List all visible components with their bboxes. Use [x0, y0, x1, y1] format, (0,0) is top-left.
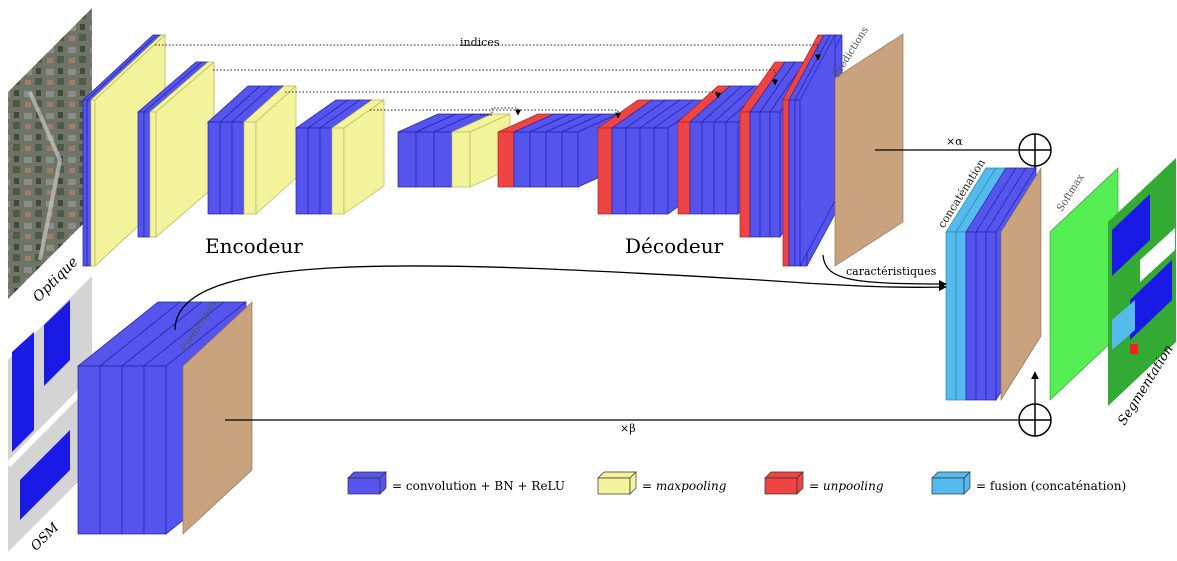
legend-text-2: = unpooling — [809, 479, 884, 493]
dec4-layer-3 — [769, 111, 781, 238]
legend-swatch-top-0 — [347, 471, 387, 479]
legend-swatch-side-3 — [963, 471, 971, 495]
dec3-layer-3 — [713, 121, 727, 215]
enc1-layer-1 — [86, 99, 92, 267]
enc4-layer-0 — [295, 127, 309, 215]
legend-swatch-side-0 — [379, 471, 387, 495]
dec2-layer-3 — [639, 127, 655, 215]
legend-item-2: = unpooling — [764, 471, 884, 495]
fusion-layer-4 — [985, 231, 997, 401]
legend-text-3: = fusion (concaténation) — [976, 479, 1126, 493]
enc5-layer-1 — [415, 131, 435, 188]
dec4-layer-2 — [759, 111, 771, 238]
legend-item-0: = convolution + BN + ReLU — [347, 471, 565, 495]
legend-text-1: = maxpooling — [642, 479, 727, 493]
osm-prediction-layer — [182, 301, 253, 535]
beta-label: ×β — [620, 422, 636, 435]
legend-item-1: = maxpooling — [597, 471, 727, 495]
flow-arrows — [174, 149, 1039, 421]
fusion-layer-2 — [965, 231, 977, 401]
osm-input-image — [5, 276, 95, 552]
enc5-layer-0 — [397, 131, 417, 188]
dec1-layer-4 — [561, 131, 579, 188]
enc4-layer-2 — [319, 127, 333, 215]
sum-node-beta — [1018, 403, 1052, 437]
encoder-label: Encodeur — [205, 234, 303, 258]
dec3-layer-1 — [689, 121, 703, 215]
features-label: caractéristiques — [846, 265, 937, 278]
fusion-prediction-layer — [1000, 166, 1042, 402]
legend-text-0: = convolution + BN + ReLU — [392, 479, 565, 493]
legend-swatch-top-2 — [764, 471, 804, 479]
dec5-layer-0 — [782, 99, 790, 267]
enc4-layer-1 — [307, 127, 321, 215]
osm-enc-layer-1 — [99, 365, 123, 535]
enc2-layer-1 — [143, 111, 151, 238]
legend-swatch-top-3 — [931, 471, 971, 479]
optical-prediction-layer — [834, 33, 904, 267]
segmentation-output-image — [1108, 158, 1176, 406]
decoder-label: Décodeur — [625, 234, 724, 258]
legend-swatch-0 — [347, 477, 381, 495]
legend-swatch-top-1 — [597, 471, 637, 479]
legend-swatch-side-1 — [629, 471, 637, 495]
dec2-layer-1 — [611, 127, 627, 215]
legend-item-3: = fusion (concaténation) — [931, 471, 1126, 495]
legend-swatch-3 — [931, 477, 965, 495]
dec3-layer-2 — [701, 121, 715, 215]
enc1-layer-0 — [82, 99, 88, 267]
enc2-layer-2 — [149, 111, 157, 238]
dec3-layer-0 — [677, 121, 691, 215]
dec1-layer-2 — [529, 131, 547, 188]
dec1-layer-3 — [545, 131, 563, 188]
fusion-layer-1 — [955, 231, 967, 401]
sum-node-alpha — [1018, 133, 1052, 167]
osm-enc-layer-3 — [143, 365, 167, 535]
legend-swatch-1 — [597, 477, 631, 495]
enc3-layer-2 — [231, 121, 245, 215]
fusion-layer-0 — [945, 231, 957, 401]
enc4-layer-3 — [331, 127, 345, 215]
dec5-layer-1 — [788, 99, 796, 267]
alpha-label: ×α — [946, 135, 963, 148]
pooling-index-connections — [155, 44, 821, 119]
enc3-layer-0 — [207, 121, 221, 215]
enc4-side — [343, 99, 385, 215]
enc3-layer-1 — [219, 121, 233, 215]
osm-enc-layer-2 — [121, 365, 145, 535]
legend-swatch-side-2 — [796, 471, 804, 495]
fusion-layer-3 — [975, 231, 987, 401]
osm-enc-layer-0 — [77, 365, 101, 535]
dec1-layer-1 — [513, 131, 531, 188]
dec4-layer-1 — [749, 111, 761, 238]
legend-swatch-2 — [764, 477, 798, 495]
enc5-layer-2 — [433, 131, 453, 188]
dec1-layer-0 — [497, 131, 515, 188]
legend: = convolution + BN + ReLU = maxpooling = u… — [347, 471, 1126, 495]
enc3-layer-3 — [243, 121, 257, 215]
dec2-layer-2 — [625, 127, 641, 215]
indices-label: indices — [460, 36, 500, 49]
optical-input-image — [8, 8, 92, 299]
enc2-layer-0 — [137, 111, 145, 238]
dec3-layer-4 — [725, 121, 739, 215]
dec4-layer-0 — [739, 111, 751, 238]
enc5-layer-3 — [451, 131, 471, 188]
dec2-layer-4 — [653, 127, 669, 215]
dec2-layer-0 — [597, 127, 613, 215]
enc1-layer-2 — [90, 99, 96, 267]
